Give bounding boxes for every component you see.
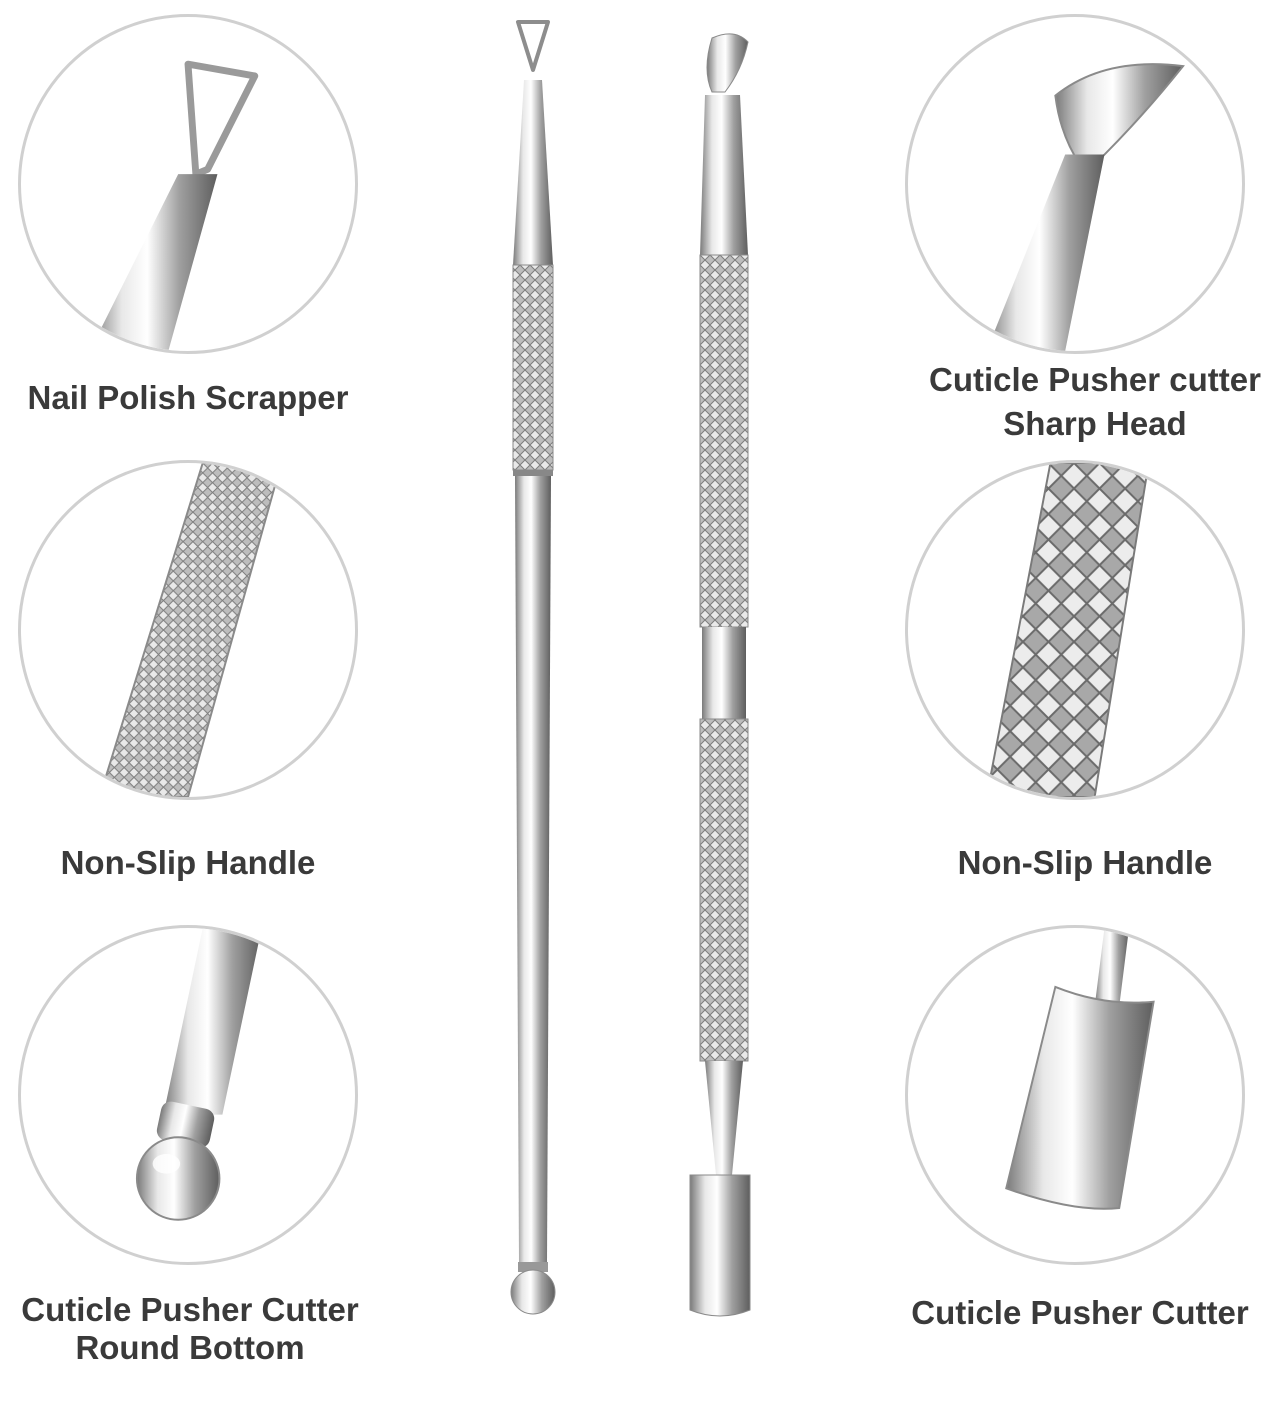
spoon-pusher-icon: [1005, 928, 1155, 1210]
label-cuticle-pusher-cutter: Cuticle Pusher Cutter: [911, 1294, 1249, 1331]
label-sharp-head-line1: Cuticle Pusher cutter: [929, 361, 1261, 398]
tools-illustration: [480, 0, 800, 1422]
round-bottom-closeup: [18, 925, 358, 1265]
triangle-scraper-icon: [89, 60, 259, 351]
label-non-slip-handle-right: Non-Slip Handle: [957, 844, 1213, 881]
pusher-closeup: [905, 925, 1245, 1265]
handle-closeup-right: [905, 460, 1245, 800]
handle-closeup-left: [18, 460, 358, 800]
label-round-bottom-line2: Round Bottom: [75, 1329, 305, 1366]
sharp-head-icon: [986, 63, 1185, 351]
scraper-tool: [510, 20, 556, 1315]
ball-tip-icon: [135, 928, 262, 1221]
sharp-head-closeup: [905, 14, 1245, 354]
label-non-slip-handle-left: Non-Slip Handle: [60, 844, 316, 881]
label-sharp-head-line2: Sharp Head: [1003, 405, 1187, 442]
knurled-handle-icon: [98, 463, 283, 797]
scraper-tip-closeup: [18, 14, 358, 354]
label-nail-polish-scrapper: Nail Polish Scrapper: [27, 379, 349, 416]
label-round-bottom-line1: Cuticle Pusher Cutter: [21, 1291, 359, 1328]
knurled-handle-icon: [985, 463, 1150, 797]
pusher-tool: [689, 33, 751, 1317]
